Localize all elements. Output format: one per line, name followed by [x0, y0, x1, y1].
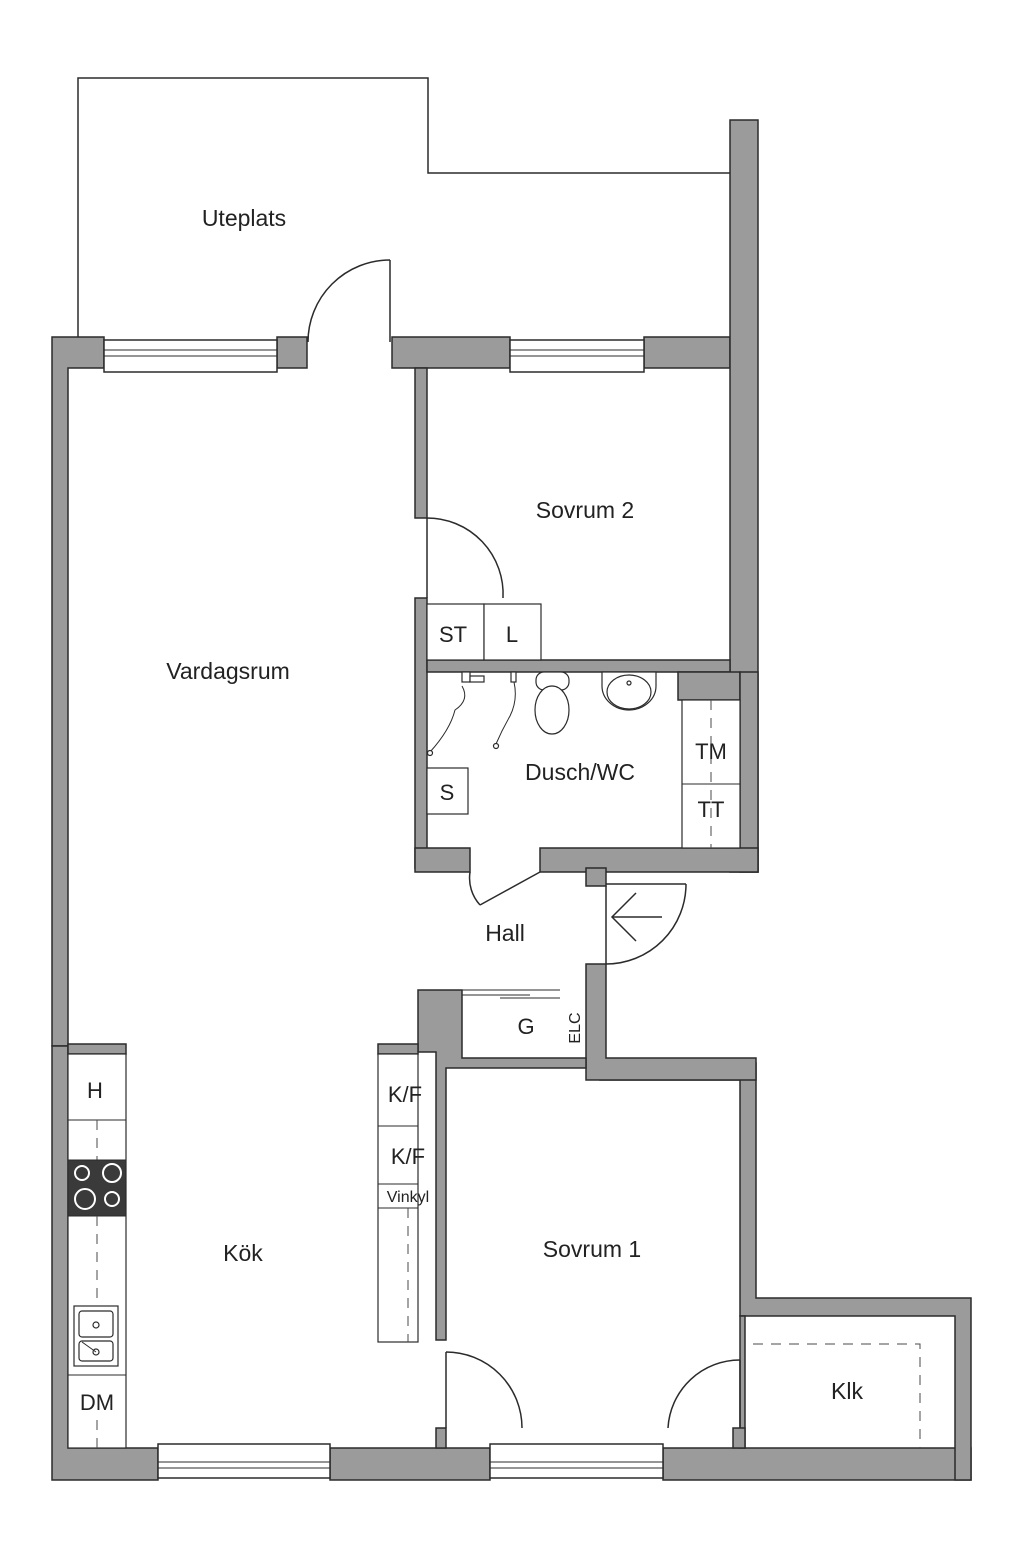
label-g: G: [517, 1014, 534, 1039]
label-s: S: [440, 780, 455, 805]
label-kf-2: K/F: [391, 1144, 425, 1169]
kitchen-counter-right: [377, 1053, 419, 1343]
label-vardagsrum: Vardagsrum: [166, 658, 290, 684]
label-vinkyl: Vinkyl: [387, 1189, 429, 1206]
label-sovrum-1: Sovrum 1: [543, 1236, 641, 1262]
fixture-labels: ST L S TM TT G ELC H DM K/F K/F Vinkyl: [80, 622, 727, 1415]
windows: [103, 339, 664, 1479]
doors: [307, 259, 741, 1429]
inner-walls: [67, 367, 759, 1449]
label-klk: Klk: [831, 1378, 863, 1404]
label-l: L: [506, 622, 518, 647]
closet-g: [462, 989, 560, 999]
label-dusch-wc: Dusch/WC: [525, 759, 635, 785]
label-dm: DM: [80, 1390, 114, 1415]
label-tt: TT: [698, 797, 725, 822]
entry-arrow-icon: [610, 892, 662, 942]
kitchen-counter-left: [67, 1053, 127, 1449]
label-uteplats: Uteplats: [202, 205, 286, 231]
terrace-outline: [77, 77, 730, 338]
label-st: ST: [439, 622, 467, 647]
label-hall: Hall: [485, 920, 525, 946]
label-tm: TM: [695, 739, 727, 764]
label-elc: ELC: [567, 1012, 584, 1043]
label-sovrum-2: Sovrum 2: [536, 497, 634, 523]
label-kf-1: K/F: [388, 1082, 422, 1107]
label-kok: Kök: [223, 1240, 263, 1266]
label-h: H: [87, 1078, 103, 1103]
outer-walls: [51, 119, 972, 1481]
klk-shelf: [753, 1343, 921, 1448]
storage-cabinets: [426, 603, 542, 661]
room-labels: Uteplats Sovrum 2 Vardagsrum Dusch/WC Ha…: [166, 205, 863, 1404]
bathroom-fixtures: [426, 671, 741, 849]
